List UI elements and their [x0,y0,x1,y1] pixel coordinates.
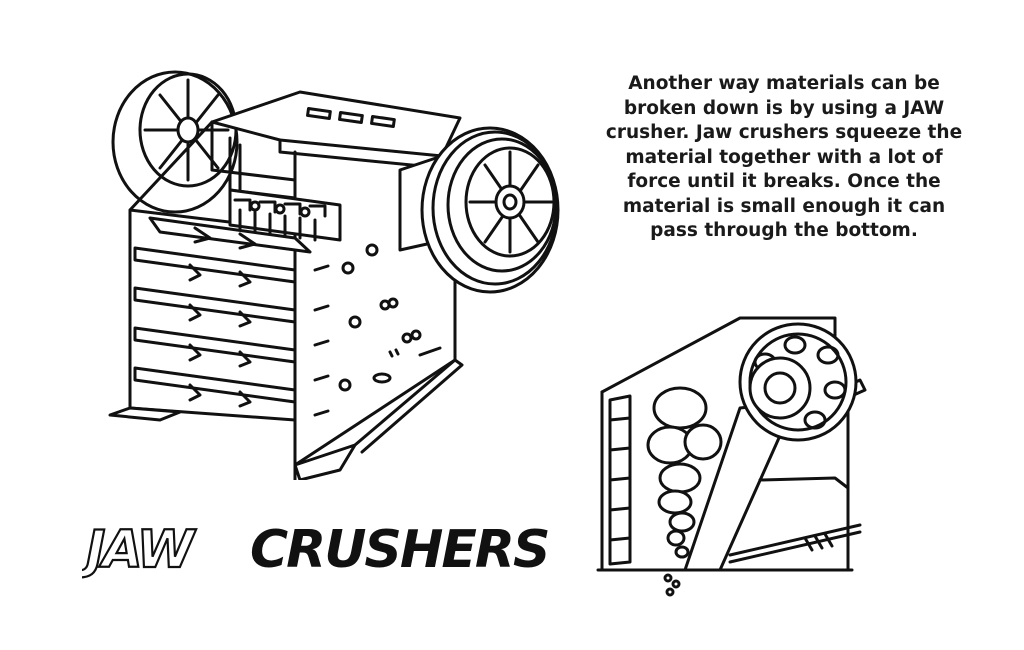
fixed-jaw [608,394,632,566]
title-word-crushers: CRUSHERS [250,520,548,580]
eccentric-flywheel [738,322,858,442]
front-plates [133,216,312,408]
side-plate-details [313,243,442,417]
toggle-plate [758,476,850,490]
description-text: Another way materials can be broken down… [605,73,963,241]
title-word-jaw: JAW [82,520,197,580]
base-skids [108,358,464,480]
page-title: JAW CRUSHERS [82,519,550,581]
tension-rod [728,523,862,564]
front-flywheel [398,126,560,294]
jaw-crusher-machine-illustration [108,70,560,480]
top-cover [210,90,462,170]
jaw-crusher-cross-section-illustration [596,316,867,597]
rocks [646,386,723,597]
back-flywheel [111,70,239,214]
